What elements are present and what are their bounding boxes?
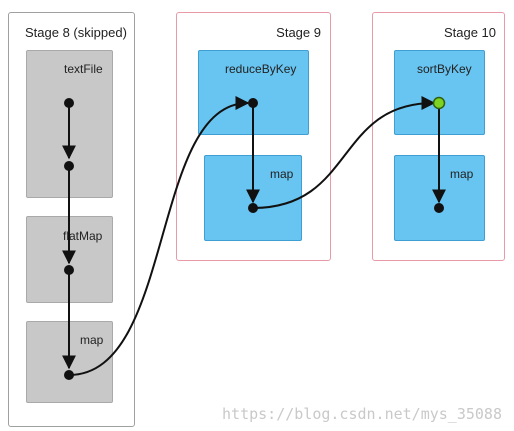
stage-9-title: Stage 9 [276,25,321,40]
stage-8-title: Stage 8 (skipped) [25,25,127,40]
op-reducebykey[interactable]: reduceByKey [198,50,309,135]
op-map-stage9-label: map [270,167,294,181]
op-map-stage8[interactable]: map [26,321,113,403]
op-flatmap[interactable]: flatMap [26,216,113,303]
stage-9: Stage 9 reduceByKey map [176,12,331,261]
op-sortbykey[interactable]: sortByKey [394,50,485,135]
op-map-stage8-label: map [80,333,104,347]
op-sortbykey-label: sortByKey [417,62,472,76]
op-textfile-label: textFile [64,62,103,76]
op-flatmap-label: flatMap [63,229,103,243]
op-textfile[interactable]: textFile [26,50,113,198]
op-map-stage10-label: map [450,167,474,181]
stage-10: Stage 10 sortByKey map [372,12,505,261]
op-map-stage10[interactable]: map [394,155,485,241]
op-reducebykey-label: reduceByKey [225,62,297,76]
watermark: https://blog.csdn.net/mys_35088 [222,405,502,423]
op-map-stage9[interactable]: map [204,155,302,241]
stage-10-title: Stage 10 [443,25,496,40]
stage-8: Stage 8 (skipped) textFile flatMap map [8,12,135,427]
